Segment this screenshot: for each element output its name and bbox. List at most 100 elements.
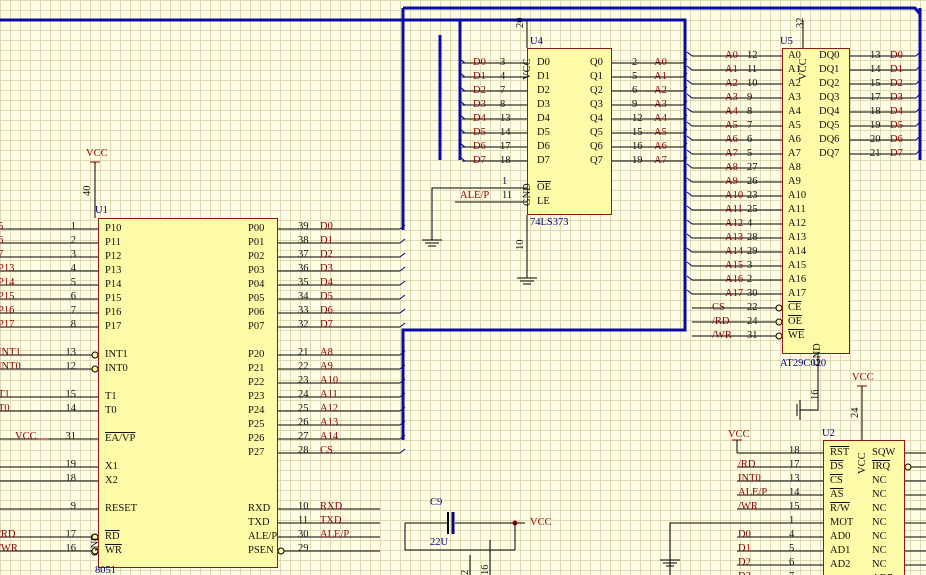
u1-right-net: D4 — [320, 277, 333, 288]
bus-entry — [459, 100, 466, 106]
u5-addr-num: 30 — [747, 288, 758, 299]
u5-addr-net: A10 — [725, 190, 744, 201]
u2-right-name: IRQ — [872, 461, 891, 472]
bus-entry — [459, 142, 466, 148]
u4-in-num: 17 — [500, 141, 511, 152]
u5-addr-net: A2 — [725, 78, 738, 89]
u4-ref: U4 — [530, 36, 543, 47]
u5-addr-name: A1 — [788, 64, 801, 75]
u1-right-num: 32 — [298, 319, 309, 330]
u5-addr-net: A0 — [725, 50, 738, 61]
u1-left-num: 18 — [65, 473, 77, 484]
u4-out-num: 16 — [632, 141, 643, 152]
u5-addr-net: A9 — [725, 176, 738, 187]
bus-entry — [399, 392, 406, 398]
u1-right-num: 30 — [298, 529, 309, 540]
u1-left-name: T0 — [105, 405, 117, 416]
u1-left-num: 6 — [70, 291, 76, 302]
u2-left-name: AS — [830, 489, 844, 500]
u1-left-num: 16 — [65, 543, 77, 554]
bus-entry — [682, 58, 688, 64]
u1-left-net: T0 — [0, 403, 10, 414]
u5-addr-name: A12 — [788, 218, 807, 229]
u4-latch-chip[interactable] — [527, 48, 612, 215]
u5-addr-net: A8 — [725, 162, 738, 173]
u1-left-net: VCC — [15, 431, 37, 442]
u2-right-name: SQW — [872, 447, 896, 458]
u1-right-num: 35 — [298, 277, 309, 288]
u1-left-net: T1 — [0, 389, 10, 400]
u5-flash-chip[interactable] — [782, 48, 850, 354]
u4-out-net: A1 — [654, 71, 667, 82]
u1-left-net: 5 — [0, 221, 4, 232]
u2-left-net: D0 — [738, 529, 751, 540]
u2-right-name: AD7 — [872, 573, 892, 575]
u5-addr-name: A17 — [788, 288, 807, 299]
u2-left-num: 18 — [789, 445, 800, 456]
bus-entry — [686, 219, 693, 225]
u5-ctrl-net: /WR — [712, 330, 732, 341]
u2-rtc-chip[interactable] — [823, 440, 905, 575]
u4-out-name: Q7 — [590, 155, 603, 166]
u5-addr-name: A15 — [788, 260, 807, 271]
u5-data-net: D7 — [890, 148, 903, 159]
u2-left-num: 5 — [789, 543, 795, 554]
u5-addr-num: 27 — [747, 162, 758, 173]
u1-left-num: 7 — [70, 305, 76, 316]
u4-in-name: D5 — [537, 127, 550, 138]
bus-entry — [459, 86, 466, 92]
u5-data-net: D5 — [890, 120, 903, 131]
bus-entry — [399, 252, 406, 258]
u2-irq-bubble — [904, 463, 912, 471]
u4-in-name: D1 — [537, 71, 550, 82]
u1-ref: U1 — [95, 205, 108, 216]
u1-right-name: P00 — [248, 223, 265, 234]
u5-addr-name: A16 — [788, 274, 807, 285]
u1-left-net: P16 — [0, 305, 15, 316]
u5-addr-net: A17 — [725, 288, 744, 299]
bus-entry — [459, 128, 466, 134]
u5-addr-num: 23 — [747, 190, 758, 201]
u1-right-net: ALE/P — [320, 529, 350, 540]
u4-le-net: ALE/P — [460, 190, 490, 201]
u2-left-net: VCC — [728, 429, 750, 440]
u5-gnd-pin: 16 — [810, 389, 821, 401]
u4-le-num: 11 — [502, 190, 513, 201]
u5-ctrl-num: 31 — [747, 330, 758, 341]
u5-addr-name: A11 — [788, 204, 806, 215]
u1-right-net: CS — [320, 445, 333, 456]
u1-right-num: 21 — [298, 347, 309, 358]
u4-out-net: A4 — [654, 113, 667, 124]
u5-addr-net: A14 — [725, 246, 744, 257]
u5-addr-net: A13 — [725, 232, 744, 243]
u1-right-num: 11 — [298, 515, 309, 526]
u2-left-num: 7 — [789, 571, 794, 575]
u1-right-num: 33 — [298, 305, 309, 316]
u4-out-net: A0 — [654, 57, 667, 68]
u4-out-num: 6 — [632, 85, 638, 96]
u2-left-name: CS — [830, 475, 843, 486]
u5-data-name: DQ3 — [819, 92, 840, 103]
bus-entry — [399, 434, 406, 440]
u1-right-name: P25 — [248, 419, 265, 430]
u4-out-net: A2 — [654, 85, 667, 96]
u1-mcu-chip[interactable] — [98, 218, 278, 568]
u2-left-net: /WR — [738, 501, 758, 512]
bus-entry — [686, 51, 693, 57]
u1-right-name: P20 — [248, 349, 265, 360]
u2-left-name: AD2 — [830, 559, 851, 570]
u5-addr-num: 9 — [747, 92, 753, 103]
u5-data-num: 13 — [870, 50, 881, 61]
u2-left-num: 14 — [789, 487, 800, 498]
u1-right-net: A10 — [320, 375, 339, 386]
bus-entry — [915, 135, 921, 141]
u2-left-num: 6 — [789, 557, 795, 568]
u1-right-num: 10 — [298, 501, 309, 512]
u1-right-name: P27 — [248, 447, 265, 458]
bus-entry — [682, 72, 688, 78]
u2-left-num: 4 — [789, 529, 795, 540]
bus-entry — [399, 364, 406, 370]
u1-left-net: 6 — [0, 235, 4, 246]
bus-entry — [399, 294, 406, 300]
